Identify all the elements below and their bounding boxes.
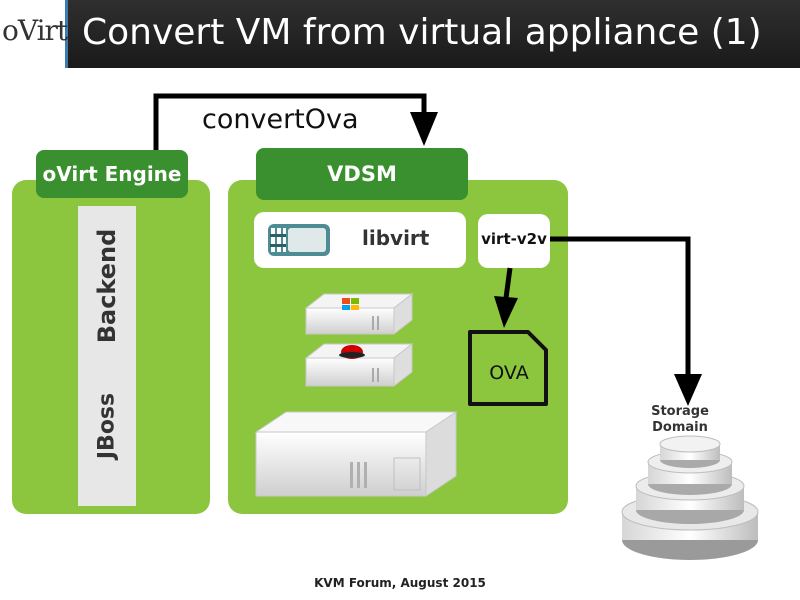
libvirt-icon [266,220,332,260]
convert-ova-label: convertOva [202,104,359,135]
backend-bar [78,206,136,506]
arrow-icon [153,93,691,376]
storage-label-line2: Domain [652,420,708,435]
ova-file-icon [468,330,548,406]
storage-domain-icon [621,435,759,560]
footer-text: KVM Forum, August 2015 [314,576,486,590]
virt-v2v-box [478,214,550,268]
vdsm-label: VDSM [256,148,468,200]
libvirt-label: libvirt [362,226,430,250]
ovirt-logo-text: oVirt [2,14,68,47]
ovirt-logo [0,0,68,68]
arrowheads [410,112,702,406]
server-windows-icon [304,292,414,336]
slide-title: Convert VM from virtual appliance (1) [82,12,762,53]
virt-v2v-label: virt-v2v [481,230,547,248]
server-redhat-icon [304,342,414,388]
server-large-icon [254,411,458,497]
storage-domain-label: Storage Domain [620,404,740,436]
storage-label-line1: Storage [651,404,709,419]
ova-label: OVA [489,362,529,384]
engine-label: oVirt Engine [36,150,188,198]
slide-header [0,0,800,68]
